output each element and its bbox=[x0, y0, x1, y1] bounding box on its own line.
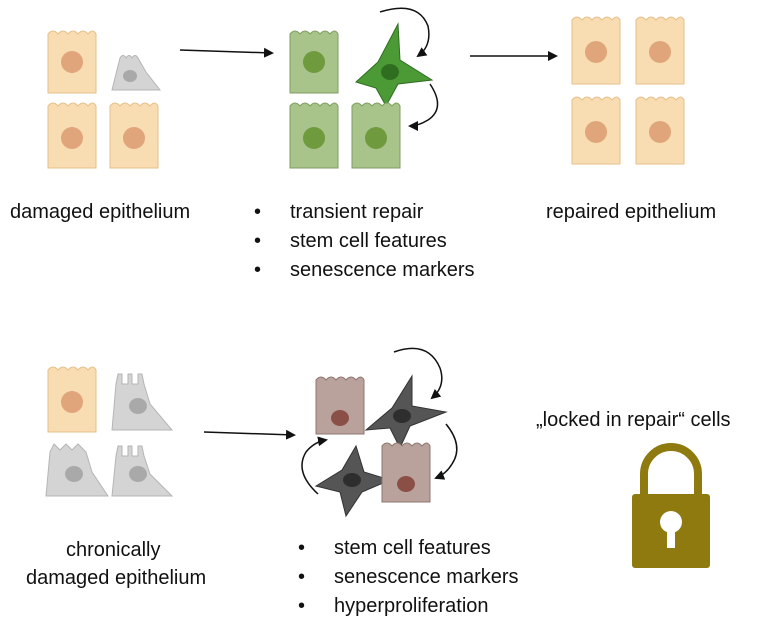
migrating-repair-cell bbox=[355, 22, 434, 108]
damaged-cell bbox=[111, 445, 174, 497]
repair-cell bbox=[289, 102, 339, 169]
locked-cell bbox=[315, 376, 365, 435]
repaired-epithelium-label: repaired epithelium bbox=[546, 201, 717, 223]
healthy-cell bbox=[47, 102, 97, 169]
repair-features-list: transient repair stem cell features sene… bbox=[248, 198, 475, 285]
locked-in-repair-label: „locked in repair“ cells bbox=[536, 409, 731, 431]
repaired-epithelium-cells bbox=[571, 16, 685, 165]
chronically-damaged-cells bbox=[45, 366, 174, 497]
chronically-damaged-epithelium-label: damaged epithelium bbox=[26, 567, 207, 589]
damaged-epithelium-cells bbox=[47, 30, 162, 169]
locked-in-repair-cells bbox=[301, 347, 458, 518]
damaged-cell bbox=[111, 373, 174, 431]
curved-arrow-icon bbox=[434, 423, 458, 480]
healthy-cell bbox=[635, 16, 685, 85]
bullet-item: senescence markers bbox=[292, 563, 519, 592]
damaged-epithelium-label: damaged epithelium bbox=[10, 201, 191, 223]
migrating-locked-cell bbox=[314, 444, 392, 518]
bullet-item: stem cell features bbox=[248, 227, 475, 256]
bullet-item: senescence markers bbox=[248, 256, 475, 285]
repair-cells bbox=[289, 7, 439, 169]
healthy-cell bbox=[635, 96, 685, 165]
damaged-cell bbox=[45, 443, 109, 497]
bullet-item: hyperproliferation bbox=[292, 592, 519, 621]
arrow-right-icon bbox=[179, 47, 274, 58]
bullet-item: stem cell features bbox=[292, 534, 519, 563]
healthy-cell bbox=[47, 30, 97, 94]
arrow-right-icon bbox=[203, 429, 296, 440]
locked-cell bbox=[381, 442, 431, 503]
locked-features-list: stem cell features senescence markers hy… bbox=[292, 534, 519, 621]
curved-arrow-icon bbox=[301, 436, 328, 495]
curved-arrow-icon bbox=[408, 83, 439, 131]
healthy-cell bbox=[47, 366, 97, 433]
curved-arrow-icon bbox=[379, 7, 430, 58]
healthy-cell bbox=[571, 96, 621, 165]
damaged-cell bbox=[111, 55, 162, 91]
healthy-cell bbox=[571, 16, 621, 85]
healthy-cell bbox=[109, 102, 159, 169]
padlock-icon bbox=[632, 443, 710, 568]
curved-arrow-icon bbox=[393, 347, 443, 400]
repair-cell bbox=[351, 102, 401, 169]
repair-cell bbox=[289, 30, 339, 94]
chronically-label: chronically bbox=[66, 539, 161, 561]
bullet-item: transient repair bbox=[248, 198, 475, 227]
migrating-locked-cell bbox=[364, 374, 448, 450]
